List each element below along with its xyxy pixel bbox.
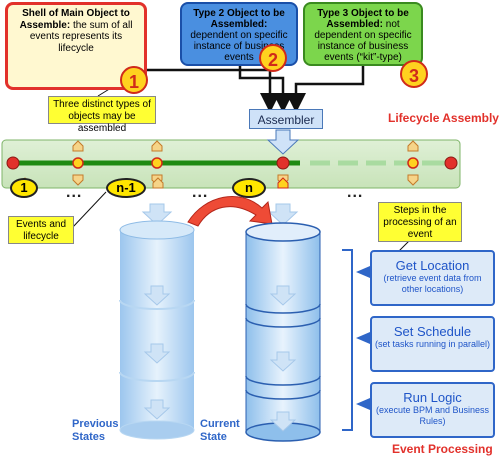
- type3-object-text: not dependent on specific instance of bu…: [314, 19, 412, 63]
- shell-object-text: the sum of all events represents its lif…: [29, 19, 133, 54]
- step-desc: (retrieve event data from other location…: [383, 273, 482, 294]
- ellipsis-1: ...: [66, 184, 83, 201]
- lifecycle-end-dot: [444, 156, 458, 170]
- type3-object-box: Type 3 Object to be Assembled: not depen…: [303, 2, 423, 66]
- event-nodes: [72, 157, 419, 169]
- step-run-logic: Run Logic (execute BPM and Business Rule…: [370, 382, 495, 438]
- ellipsis-2: ...: [192, 184, 209, 201]
- shell-object-box: Shell of Main Object to Assemble: the su…: [5, 2, 147, 90]
- step-get-location: Get Location (retrieve event data from o…: [370, 250, 495, 306]
- step-desc: (execute BPM and Business Rules): [375, 405, 490, 426]
- current-event-node: [276, 156, 290, 170]
- previous-states-cylinder: [119, 220, 195, 440]
- number-badge-2: 2: [259, 44, 287, 72]
- step-pointers: [356, 266, 370, 410]
- step-desc: (set tasks running in parallel): [374, 339, 491, 349]
- events-lifecycle-callout: Events and lifecycle: [8, 216, 74, 244]
- type2-object-title: Type 2 Object to be Assembled:: [193, 8, 285, 30]
- step-set-schedule: Set Schedule (set tasks running in paral…: [370, 316, 495, 372]
- step-title: Set Schedule: [393, 324, 472, 339]
- assembler-down-arrow: [266, 129, 300, 155]
- event-n-minus-1-label: n-1: [106, 178, 146, 198]
- event-processing-label: Event Processing: [392, 442, 493, 456]
- three-types-callout: Three distinct types of objects may be a…: [48, 96, 156, 134]
- lifecycle-assembly-label: Lifecycle Assembly: [388, 111, 499, 125]
- step-title: Get Location: [395, 258, 470, 273]
- current-state-cylinder: [245, 222, 321, 442]
- number-badge-1: 1: [120, 66, 148, 94]
- type3-object-title: Type 3 Object to be Assembled:: [317, 8, 409, 30]
- event-1-label: 1: [10, 178, 38, 198]
- event-n-label: n: [232, 178, 266, 198]
- assembler-box: Assembler: [249, 109, 323, 129]
- steps-callout: Steps in the processing of an event: [378, 202, 462, 242]
- steps-bracket: [342, 249, 353, 431]
- previous-states-label: Previous States: [72, 418, 119, 443]
- connector-arrows: [147, 66, 365, 113]
- flow-arrows: [141, 203, 299, 226]
- type2-object-text: dependent on specific instance of busine…: [190, 30, 288, 63]
- number-badge-3: 3: [400, 60, 428, 88]
- ellipsis-3: ...: [347, 184, 364, 201]
- step-title: Run Logic: [403, 390, 462, 405]
- lifecycle-start-dot: [6, 156, 20, 170]
- shell-object-title: Shell of Main Object to Assemble:: [19, 8, 130, 31]
- current-state-label: Current State: [200, 418, 240, 443]
